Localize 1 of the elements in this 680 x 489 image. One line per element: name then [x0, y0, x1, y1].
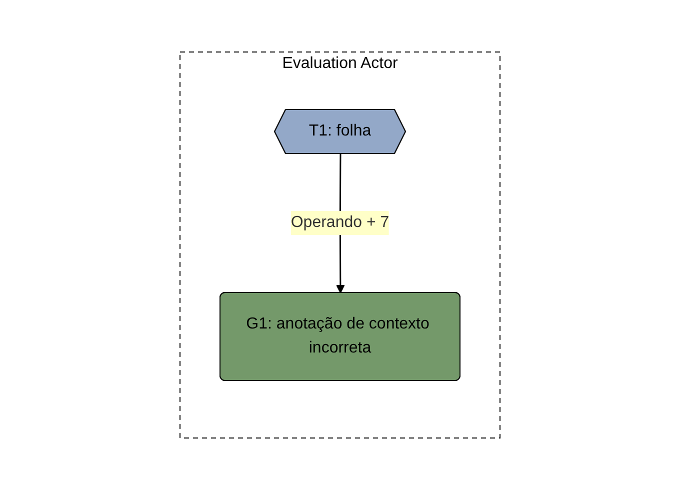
edge-label: Operando + 7: [290, 214, 390, 230]
